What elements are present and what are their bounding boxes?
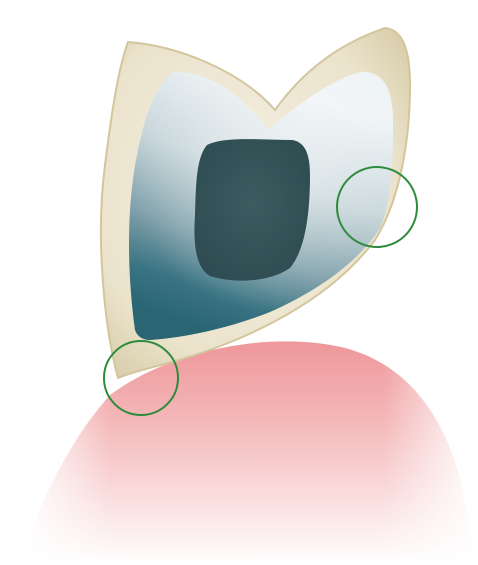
pulp-chamber [194,139,310,281]
gum [20,341,474,565]
tooth-crown [101,28,410,378]
